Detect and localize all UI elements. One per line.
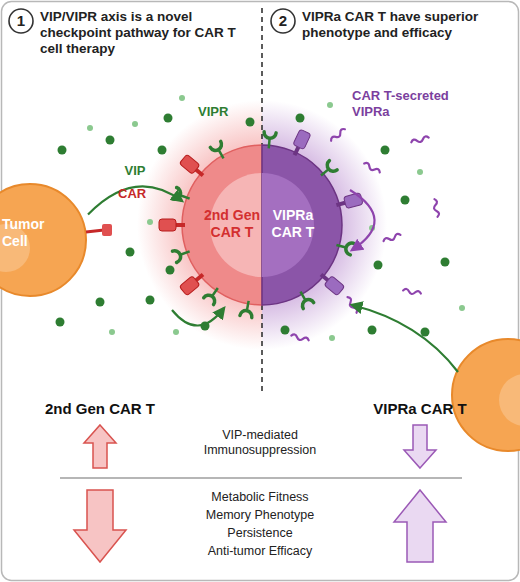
node-text: 1 bbox=[8, 12, 34, 30]
node-text: 2nd Gen CAR T bbox=[202, 207, 262, 241]
node-text: VIPRa CAR T bbox=[264, 207, 322, 241]
car-t-cell-half: VIPRa CAR T bbox=[262, 145, 342, 305]
vip-dot bbox=[106, 136, 115, 145]
signal-arrow bbox=[88, 186, 182, 214]
vip-dot bbox=[329, 335, 335, 341]
vip-dot bbox=[109, 329, 115, 335]
panel-heading: VIP/VIPR axis is a novel checkpoint path… bbox=[40, 9, 245, 58]
vipra-peptide bbox=[291, 334, 309, 343]
vip-dot bbox=[296, 114, 305, 123]
tumor-antigen bbox=[86, 230, 104, 232]
receptor-label: VIPR bbox=[198, 104, 248, 120]
down-arrow bbox=[404, 425, 436, 468]
comparison-item: Metabolic Fitness bbox=[140, 490, 380, 505]
vip-dot bbox=[417, 169, 423, 175]
vip-dot bbox=[201, 322, 210, 331]
vip-dot bbox=[369, 225, 375, 231]
autocrine-arrow bbox=[172, 308, 224, 326]
step-number: 2 bbox=[270, 8, 296, 34]
vip-arrow bbox=[352, 305, 458, 372]
vip-dot bbox=[441, 258, 450, 267]
vip-dot bbox=[179, 95, 185, 101]
vip-dot bbox=[173, 329, 179, 335]
vip-dot bbox=[146, 296, 155, 305]
group-heading: 2nd Gen CAR T bbox=[15, 400, 185, 418]
vip-dot bbox=[368, 326, 377, 335]
vip-dot bbox=[281, 326, 290, 335]
panel-heading: VIPRa CAR T have superior phenotype and … bbox=[302, 9, 502, 41]
vip-dot bbox=[166, 266, 175, 275]
vipra-peptide bbox=[432, 199, 439, 217]
tumor-cell-right bbox=[452, 339, 520, 451]
down-arrow bbox=[74, 490, 126, 562]
vipra-peptide bbox=[346, 296, 358, 314]
edge-label: VIP bbox=[95, 163, 175, 179]
comparison-item: Memory Phenotype bbox=[140, 508, 380, 523]
vipra-peptide bbox=[411, 136, 429, 145]
comparison-item: VIP-mediated Immunosuppression bbox=[190, 428, 330, 458]
vip-dot bbox=[56, 318, 65, 327]
vipra-peptide bbox=[403, 288, 421, 295]
vipra-peptide bbox=[383, 233, 401, 243]
car-receptor bbox=[159, 219, 185, 231]
vip-dot bbox=[58, 146, 67, 155]
vip-dot bbox=[381, 146, 390, 155]
comparison-item: Anti-tumor Efficacy bbox=[140, 544, 380, 559]
vip-dot bbox=[164, 114, 173, 123]
vip-dot bbox=[374, 261, 383, 270]
vip-dot bbox=[126, 248, 135, 257]
vip-dot bbox=[327, 102, 333, 108]
pink-glow bbox=[137, 100, 262, 350]
tumor-nucleus bbox=[499, 374, 520, 426]
peptide-label: CAR T-secreted VIPRa bbox=[352, 88, 464, 119]
comparison-item: Persistence bbox=[140, 526, 380, 541]
tumor-antigen bbox=[102, 224, 112, 236]
vip-dot bbox=[246, 118, 255, 127]
vip-dot bbox=[401, 196, 410, 205]
vipra-peptide bbox=[363, 162, 381, 174]
up-arrow bbox=[394, 490, 446, 562]
car-t-cell-half: 2nd Gen CAR T bbox=[182, 145, 262, 305]
vip-dot bbox=[421, 328, 430, 337]
vip-dot bbox=[147, 219, 153, 225]
vip-dot bbox=[132, 121, 138, 127]
vip-dot bbox=[459, 305, 465, 311]
purple-glow bbox=[262, 100, 387, 350]
vipra-peptide bbox=[330, 128, 346, 143]
tumor-cell: Tumor Cell bbox=[0, 182, 88, 298]
node-text: 2 bbox=[270, 12, 296, 30]
separator-line bbox=[60, 477, 462, 479]
group-heading: VIPRa CAR T bbox=[335, 400, 505, 418]
vipra-arrow bbox=[350, 190, 375, 250]
receptor-label: CAR bbox=[118, 186, 158, 202]
vip-dot bbox=[158, 146, 167, 155]
step-number: 1 bbox=[8, 8, 34, 34]
up-arrow bbox=[84, 425, 116, 468]
node-text: Tumor Cell bbox=[2, 216, 58, 250]
vip-dot bbox=[96, 298, 105, 307]
vip-dot bbox=[87, 125, 93, 131]
